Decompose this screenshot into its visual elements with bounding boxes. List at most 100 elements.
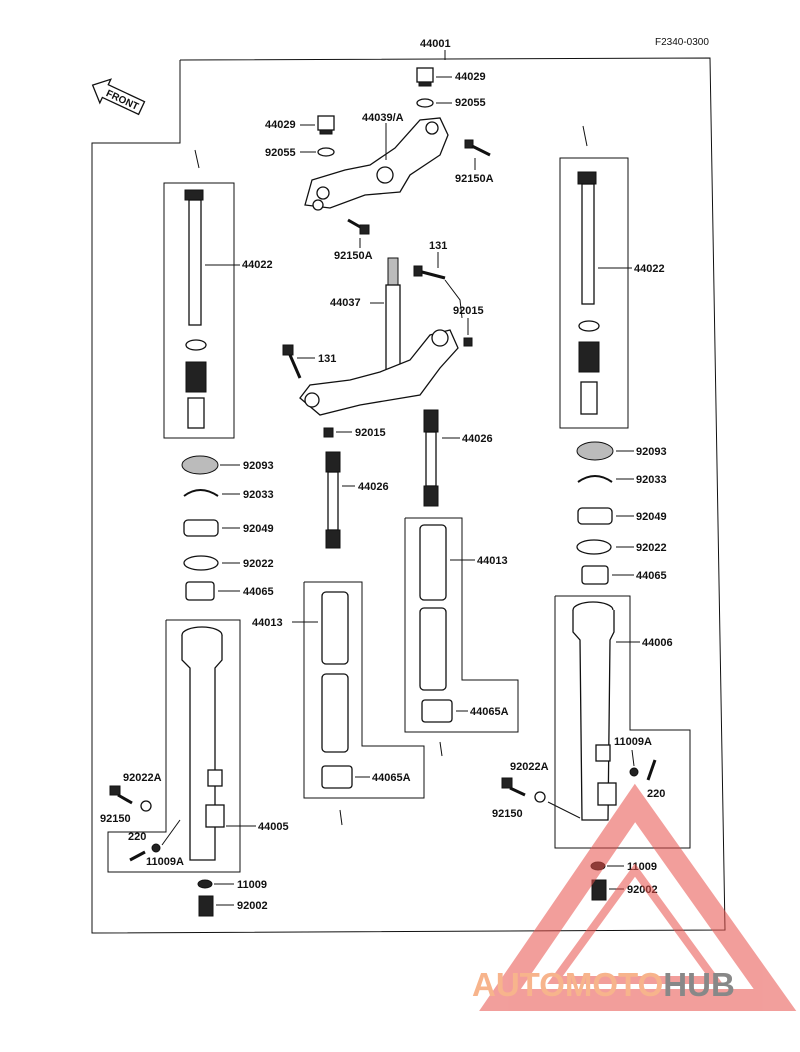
assembly-boundary — [91, 57, 726, 934]
callout-44026-center: 44026 — [358, 481, 389, 493]
fork-tube-44022-right — [577, 171, 597, 305]
callout-11009A-right: 11009A — [614, 736, 652, 748]
callout-11009-left: 11009 — [237, 879, 267, 891]
callout-44022-left: 44022 — [242, 259, 273, 271]
callout-92049-right: 92049 — [636, 511, 667, 523]
callout-92033-right: 92033 — [636, 474, 667, 486]
bushing-44065-left — [185, 581, 215, 601]
washer-11009-left — [197, 879, 213, 889]
callout-44065-left: 44065 — [243, 586, 274, 598]
bolt-92150-left — [109, 785, 133, 805]
callout-92022-left: 92022 — [243, 558, 274, 570]
callout-92015-top: 92015 — [453, 305, 484, 317]
callout-92022-right: 92022 — [636, 542, 667, 554]
callout-44013-right: 44013 — [477, 555, 508, 567]
callout-44006: 44006 — [642, 637, 673, 649]
left-slider-box — [107, 619, 241, 873]
callout-44026-right: 44026 — [462, 433, 493, 445]
callout-44065-right: 44065 — [636, 570, 667, 582]
bolt-92150-right — [501, 777, 526, 797]
oil-seal-92093-left — [181, 455, 219, 475]
bolt-131-top — [413, 265, 446, 280]
screw-220-right — [646, 759, 657, 781]
callout-220-left: 220 — [128, 831, 146, 843]
top-bracket — [304, 117, 449, 211]
cap-bolt-44029-top — [416, 67, 434, 87]
callout-44029-top: 44029 — [455, 71, 486, 83]
nut-92015-bottom — [323, 427, 334, 438]
watermark-text-dark: HUB — [663, 966, 735, 1003]
callout-92055-left: 92055 — [265, 147, 296, 159]
inner-tube-44013-right — [419, 524, 447, 691]
right-slider-box — [554, 595, 691, 849]
washer-11009A-right — [629, 767, 639, 777]
o-ring-92055-left — [317, 147, 335, 157]
right-fork-box — [559, 157, 629, 429]
callout-92049-left: 92049 — [243, 523, 274, 535]
callout-92015-bottom: 92015 — [355, 427, 386, 439]
washer-11009A-left — [151, 843, 161, 853]
bushing-44065A-left — [321, 765, 353, 789]
spacer-right — [580, 381, 598, 415]
bolt-92150A-right — [464, 139, 491, 157]
inner-tube-44013-left — [321, 591, 349, 753]
washer-92049-right — [577, 507, 613, 525]
damper-rod-44026-right — [423, 409, 439, 507]
steering-stem-44037 — [299, 257, 459, 416]
watermark-text-light: AUTOMOTO — [472, 966, 663, 1003]
inner-tube-box-right — [404, 517, 519, 733]
cap-bolt-44029-left — [317, 115, 335, 135]
drain-bolt-92002-right — [591, 879, 607, 901]
callout-44065A-right: 44065A — [470, 706, 509, 718]
callout-44039A: 44039/A — [362, 112, 404, 124]
washer-92022A-right — [534, 791, 546, 803]
oil-seal-92093-right — [576, 441, 614, 461]
callout-92093-right: 92093 — [636, 446, 667, 458]
callout-11009A-left: 11009A — [146, 856, 184, 868]
callout-131-left: 131 — [318, 353, 336, 365]
callout-92150A-left: 92150A — [334, 250, 373, 262]
spring-right — [578, 341, 600, 373]
left-fork-box — [163, 182, 235, 439]
circlip-92033-left — [183, 489, 219, 497]
callout-44005: 44005 — [258, 821, 289, 833]
bushing-44065-right — [581, 565, 609, 585]
callout-92093-left: 92093 — [243, 460, 274, 472]
figure-code: F2340-0300 — [655, 37, 709, 48]
outer-tube-44005 — [181, 626, 225, 861]
watermark-logo — [479, 783, 797, 1011]
bolt-131-left — [282, 344, 302, 379]
callout-44065A-left: 44065A — [372, 772, 411, 784]
callout-92150A-right: 92150A — [455, 173, 494, 185]
spacer-left — [187, 397, 205, 429]
callout-92002-left: 92002 — [237, 900, 268, 912]
drain-bolt-92002-left — [198, 895, 214, 917]
damper-rod-44026-center — [325, 451, 341, 549]
watermark-text: AUTOMOTOHUB — [472, 966, 735, 1003]
callout-92150-left: 92150 — [100, 813, 131, 825]
bushing-44065A-right — [421, 699, 453, 723]
callout-44013-left: 44013 — [252, 617, 283, 629]
inner-tube-box-left — [303, 581, 425, 799]
fork-tube-44022-left — [184, 189, 204, 326]
bolt-92150A-left — [347, 218, 370, 235]
callout-44001: 44001 — [420, 38, 451, 50]
callout-44022-right: 44022 — [634, 263, 665, 275]
callout-92055-top: 92055 — [455, 97, 486, 109]
callout-44037: 44037 — [330, 297, 361, 309]
front-arrow-icon: FRONT — [91, 78, 146, 116]
screw-220-left — [129, 850, 146, 862]
circlip-92033-right — [577, 475, 613, 483]
outer-tube-44006 — [572, 601, 617, 821]
washer-92022-left — [183, 555, 219, 571]
washer-92049-left — [183, 519, 219, 537]
callout-220-right: 220 — [647, 788, 665, 800]
nut-92015-top — [463, 337, 473, 347]
washer-92022A-left — [140, 800, 152, 812]
callout-44029-left: 44029 — [265, 119, 296, 131]
callout-92022A-right: 92022A — [510, 761, 549, 773]
o-ring-92055-top — [416, 98, 434, 108]
spring-left — [185, 361, 207, 393]
